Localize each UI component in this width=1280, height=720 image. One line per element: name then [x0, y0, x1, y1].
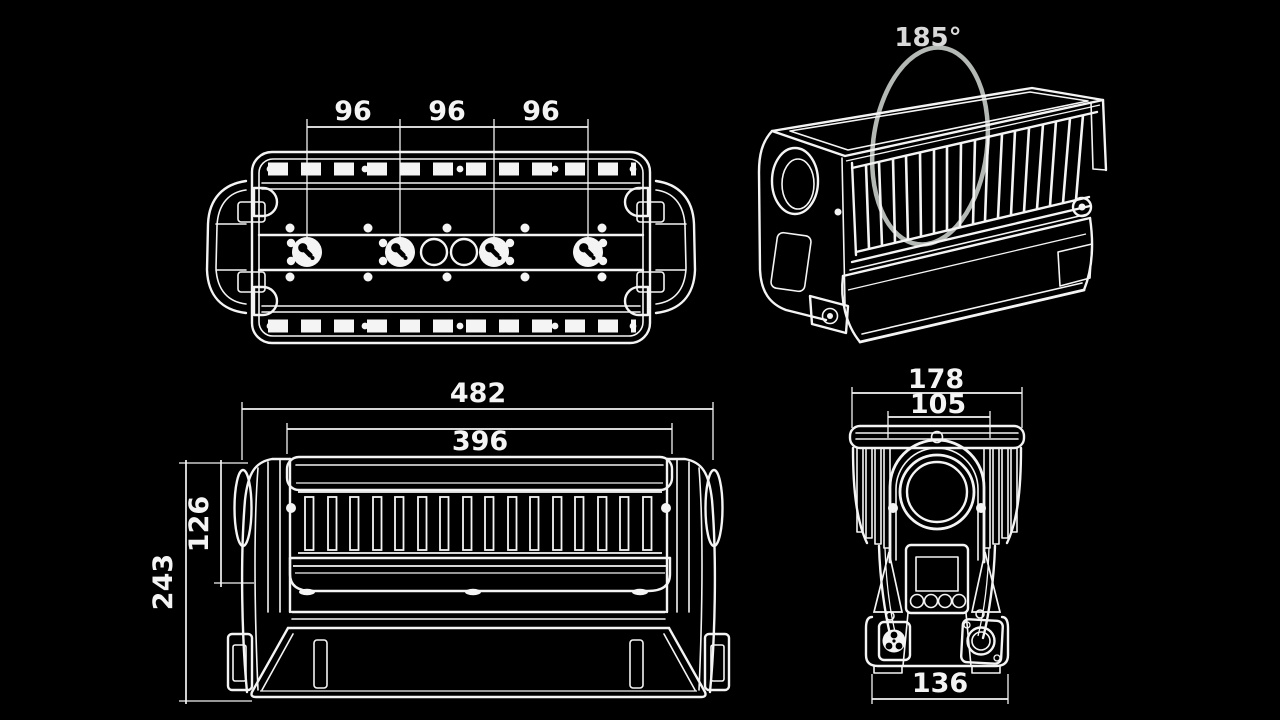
center-hole-2 [449, 237, 479, 267]
front-grille-slats [304, 496, 653, 551]
side-view-dimensions: 178 105 136 [851, 364, 1023, 704]
front-base [250, 610, 707, 699]
top-view: 96 96 96 [205, 96, 697, 345]
front-yoke-left [226, 457, 329, 694]
head-foot-bracket [808, 294, 850, 335]
lens-barrel-inner [781, 158, 815, 210]
dim-label-head-width: 178 [908, 364, 964, 395]
barrel-top-cap [285, 455, 674, 492]
dim-label-96-2: 96 [428, 96, 466, 127]
mounting-strip [257, 223, 645, 282]
keyhole-slot-1 [292, 237, 322, 267]
side-head [848, 424, 1026, 564]
barrel-bottom-cap [288, 556, 672, 593]
rib-band-bottom [261, 305, 641, 333]
side-fins-right [982, 446, 1023, 550]
perspective-fixture [757, 86, 1108, 344]
strip-screw-dots [285, 223, 608, 282]
side-leg-right [970, 544, 1002, 640]
dim-label-base-width: 136 [912, 668, 968, 699]
top-view-body [205, 150, 697, 345]
front-view: 482 396 243 126 [148, 378, 731, 704]
rotation-angle-label: 185° [894, 23, 961, 53]
perspective-view: 185° [757, 23, 1108, 344]
lens-barrel-outer [770, 146, 820, 216]
fixture-base [841, 216, 1094, 344]
side-base [864, 609, 1010, 674]
front-yoke-right [628, 457, 731, 694]
side-lens-outer [898, 453, 976, 531]
dim-label-bar-height: 126 [184, 496, 215, 552]
head-panel [770, 231, 812, 293]
dim-label-lens-width: 105 [910, 389, 966, 420]
fixture-right-end [1057, 98, 1108, 287]
dim-label-overall-width: 482 [450, 378, 506, 409]
keyhole-slot-4 [573, 237, 603, 267]
side-leg-left [872, 544, 904, 640]
fixture-grille [849, 110, 1099, 271]
side-power-connector [877, 611, 912, 662]
display-screen [915, 556, 959, 592]
dim-label-bar-width: 396 [452, 426, 508, 457]
grille-slats [864, 114, 1085, 250]
front-view-dimensions: 482 396 243 126 [148, 378, 714, 704]
body-outline [250, 150, 652, 345]
side-lens-inner [905, 460, 969, 524]
dim-label-96-1: 96 [334, 96, 372, 127]
keyhole-slot-2 [385, 237, 415, 267]
dim-label-overall-height: 243 [148, 554, 179, 610]
side-top-cap [848, 424, 1026, 450]
keyhole-slot-3 [479, 237, 509, 267]
side-fins-left [851, 446, 892, 550]
side-arch [888, 438, 986, 564]
end-cap-left [205, 179, 279, 317]
end-cap-right [623, 179, 697, 317]
rib-band-top [261, 162, 641, 190]
fixture-lens-head [757, 129, 850, 335]
side-xlr-connector [959, 609, 1004, 665]
front-barrel [285, 455, 674, 596]
side-buttons [909, 593, 967, 609]
side-view: 178 105 136 [848, 364, 1026, 704]
center-hole-1 [419, 237, 449, 267]
dim-label-96-3: 96 [522, 96, 560, 127]
side-display-panel [904, 543, 970, 615]
